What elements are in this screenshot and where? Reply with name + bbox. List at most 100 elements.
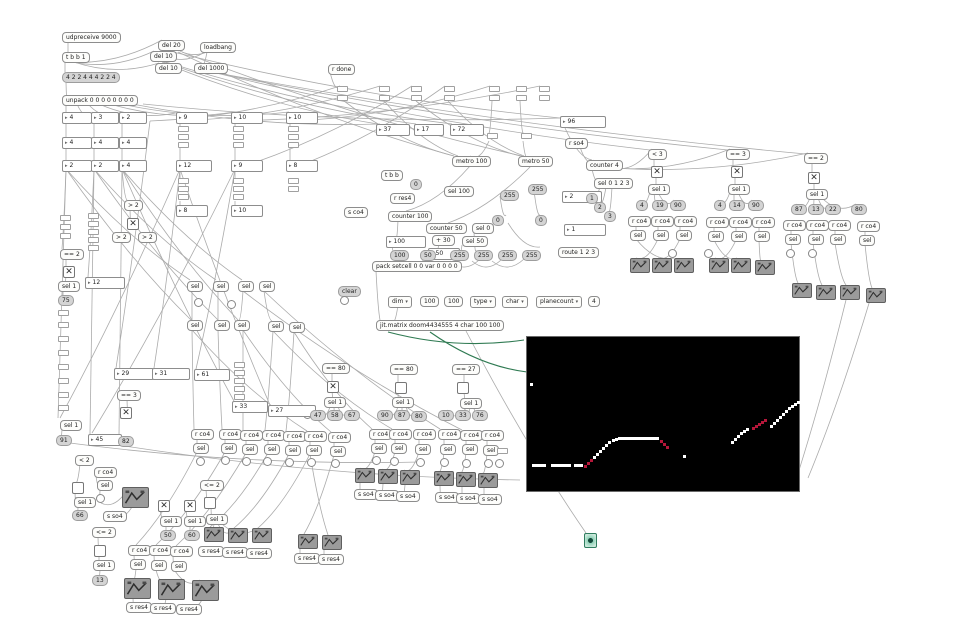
mini-box[interactable]: [58, 350, 69, 356]
object-67[interactable]: 67: [344, 410, 360, 421]
preset-thumbnail[interactable]: [630, 258, 650, 273]
object-255[interactable]: 255: [498, 250, 518, 261]
mini-box[interactable]: [444, 95, 455, 101]
mini-box[interactable]: [234, 394, 245, 400]
object-r-co4[interactable]: r co4: [191, 429, 215, 440]
bang-button[interactable]: [96, 494, 105, 503]
object-87[interactable]: 87: [791, 204, 807, 215]
object-72[interactable]: 72: [450, 124, 484, 136]
green-indicator[interactable]: [584, 533, 597, 548]
object-s-res4[interactable]: s res4: [126, 602, 153, 613]
preset-thumbnail[interactable]: [378, 469, 398, 484]
preset-thumbnail[interactable]: [652, 258, 672, 273]
toggle-checked[interactable]: ✕: [808, 172, 820, 184]
mini-box[interactable]: [178, 194, 189, 200]
object-4[interactable]: 4: [588, 296, 600, 307]
object-8[interactable]: 8: [176, 205, 208, 217]
object-sel-1[interactable]: sel 1: [184, 516, 207, 527]
object-37[interactable]: 37: [376, 124, 410, 136]
preset-thumbnail[interactable]: [731, 258, 751, 273]
toggle-checked[interactable]: ✕: [184, 500, 196, 512]
object-50[interactable]: 50: [420, 250, 436, 261]
object-counter-50[interactable]: counter 50: [426, 223, 467, 234]
object-s-co4[interactable]: s co4: [344, 207, 368, 218]
object-sel[interactable]: sel: [708, 231, 725, 242]
toggle-unchecked[interactable]: [457, 382, 469, 394]
object-33[interactable]: 33: [455, 410, 471, 421]
object-sel[interactable]: sel: [653, 230, 670, 241]
object-0[interactable]: 0: [535, 215, 547, 226]
object-0[interactable]: 0: [410, 179, 422, 190]
object-r-co4[interactable]: r co4: [262, 430, 286, 441]
object-t-b-b[interactable]: t b b: [381, 170, 403, 181]
toggle-unchecked[interactable]: [204, 497, 216, 509]
object-66[interactable]: 66: [72, 510, 88, 521]
object-76[interactable]: 76: [472, 410, 488, 421]
mini-box[interactable]: [58, 392, 69, 398]
object-80[interactable]: == 80: [390, 364, 418, 375]
preset-thumbnail[interactable]: [400, 470, 420, 485]
object-sel[interactable]: sel: [214, 320, 231, 331]
mini-box[interactable]: [489, 86, 500, 92]
mini-box[interactable]: [58, 405, 69, 411]
preset-thumbnail[interactable]: [816, 285, 836, 300]
preset-thumbnail[interactable]: [124, 578, 151, 599]
object-10[interactable]: 10: [438, 410, 454, 421]
object-metro-50[interactable]: metro 50: [518, 156, 554, 167]
object-r-co4[interactable]: r co4: [128, 545, 152, 556]
object-100[interactable]: 100: [390, 250, 410, 261]
preset-thumbnail[interactable]: [840, 285, 860, 300]
object-s-res4[interactable]: s res4: [222, 547, 249, 558]
object-sel[interactable]: sel: [754, 231, 771, 242]
object-255[interactable]: 255: [528, 184, 548, 195]
mini-box[interactable]: [233, 186, 244, 192]
object-27[interactable]: == 27: [452, 364, 480, 375]
object-sel[interactable]: sel: [830, 234, 847, 245]
object-sel[interactable]: sel: [187, 320, 204, 331]
bang-button[interactable]: [390, 457, 399, 466]
object-sel-1[interactable]: sel 1: [392, 397, 415, 408]
object-sel[interactable]: sel: [391, 443, 408, 454]
mini-box[interactable]: [234, 386, 245, 392]
object-sel[interactable]: sel: [731, 231, 748, 242]
object-2[interactable]: 2: [62, 160, 92, 172]
object-s-so4[interactable]: s so4: [396, 491, 420, 502]
object-type[interactable]: type: [470, 296, 496, 308]
object-r-co4[interactable]: r co4: [783, 220, 807, 231]
object-sel-1[interactable]: sel 1: [806, 189, 829, 200]
object-r-co4[interactable]: r co4: [328, 432, 352, 443]
object-17[interactable]: 17: [414, 124, 444, 136]
object-r-co4[interactable]: r co4: [170, 546, 194, 557]
object-10[interactable]: 10: [286, 112, 318, 124]
mini-box[interactable]: [489, 95, 500, 101]
object-r-co4[interactable]: r co4: [806, 220, 830, 231]
object-sel[interactable]: sel: [630, 230, 647, 241]
preset-thumbnail[interactable]: [434, 471, 454, 486]
mini-box[interactable]: [178, 186, 189, 192]
preset-thumbnail[interactable]: [709, 258, 729, 273]
object-s-res4[interactable]: s res4: [318, 554, 345, 565]
object-sel[interactable]: sel: [242, 444, 259, 455]
toggle-unchecked[interactable]: [94, 545, 106, 557]
object-80[interactable]: 80: [411, 411, 427, 422]
object-r-co4[interactable]: r co4: [438, 429, 462, 440]
object-r-co4[interactable]: r co4: [94, 467, 118, 478]
object-9[interactable]: 9: [176, 112, 208, 124]
preset-thumbnail[interactable]: [456, 472, 476, 487]
bang-button[interactable]: [221, 456, 230, 465]
object-100[interactable]: 100: [386, 236, 426, 248]
object-61[interactable]: 61: [194, 369, 230, 381]
jit-pwindow[interactable]: [526, 336, 800, 492]
object-100[interactable]: 100: [420, 296, 440, 307]
mini-box[interactable]: [444, 86, 455, 92]
object-1[interactable]: 1: [564, 224, 606, 236]
object-sel[interactable]: sel: [238, 281, 255, 292]
object-r-co4[interactable]: r co4: [828, 220, 852, 231]
object-del-1000[interactable]: del 1000: [194, 63, 229, 74]
object-del-10[interactable]: del 10: [155, 63, 182, 74]
object-30[interactable]: + 30: [432, 235, 455, 246]
bang-button[interactable]: [416, 458, 425, 467]
mini-box[interactable]: [516, 95, 527, 101]
message-4224444224[interactable]: 4 2 2 4 4 4 2 2 4: [62, 72, 120, 83]
object-90[interactable]: 90: [670, 200, 686, 211]
